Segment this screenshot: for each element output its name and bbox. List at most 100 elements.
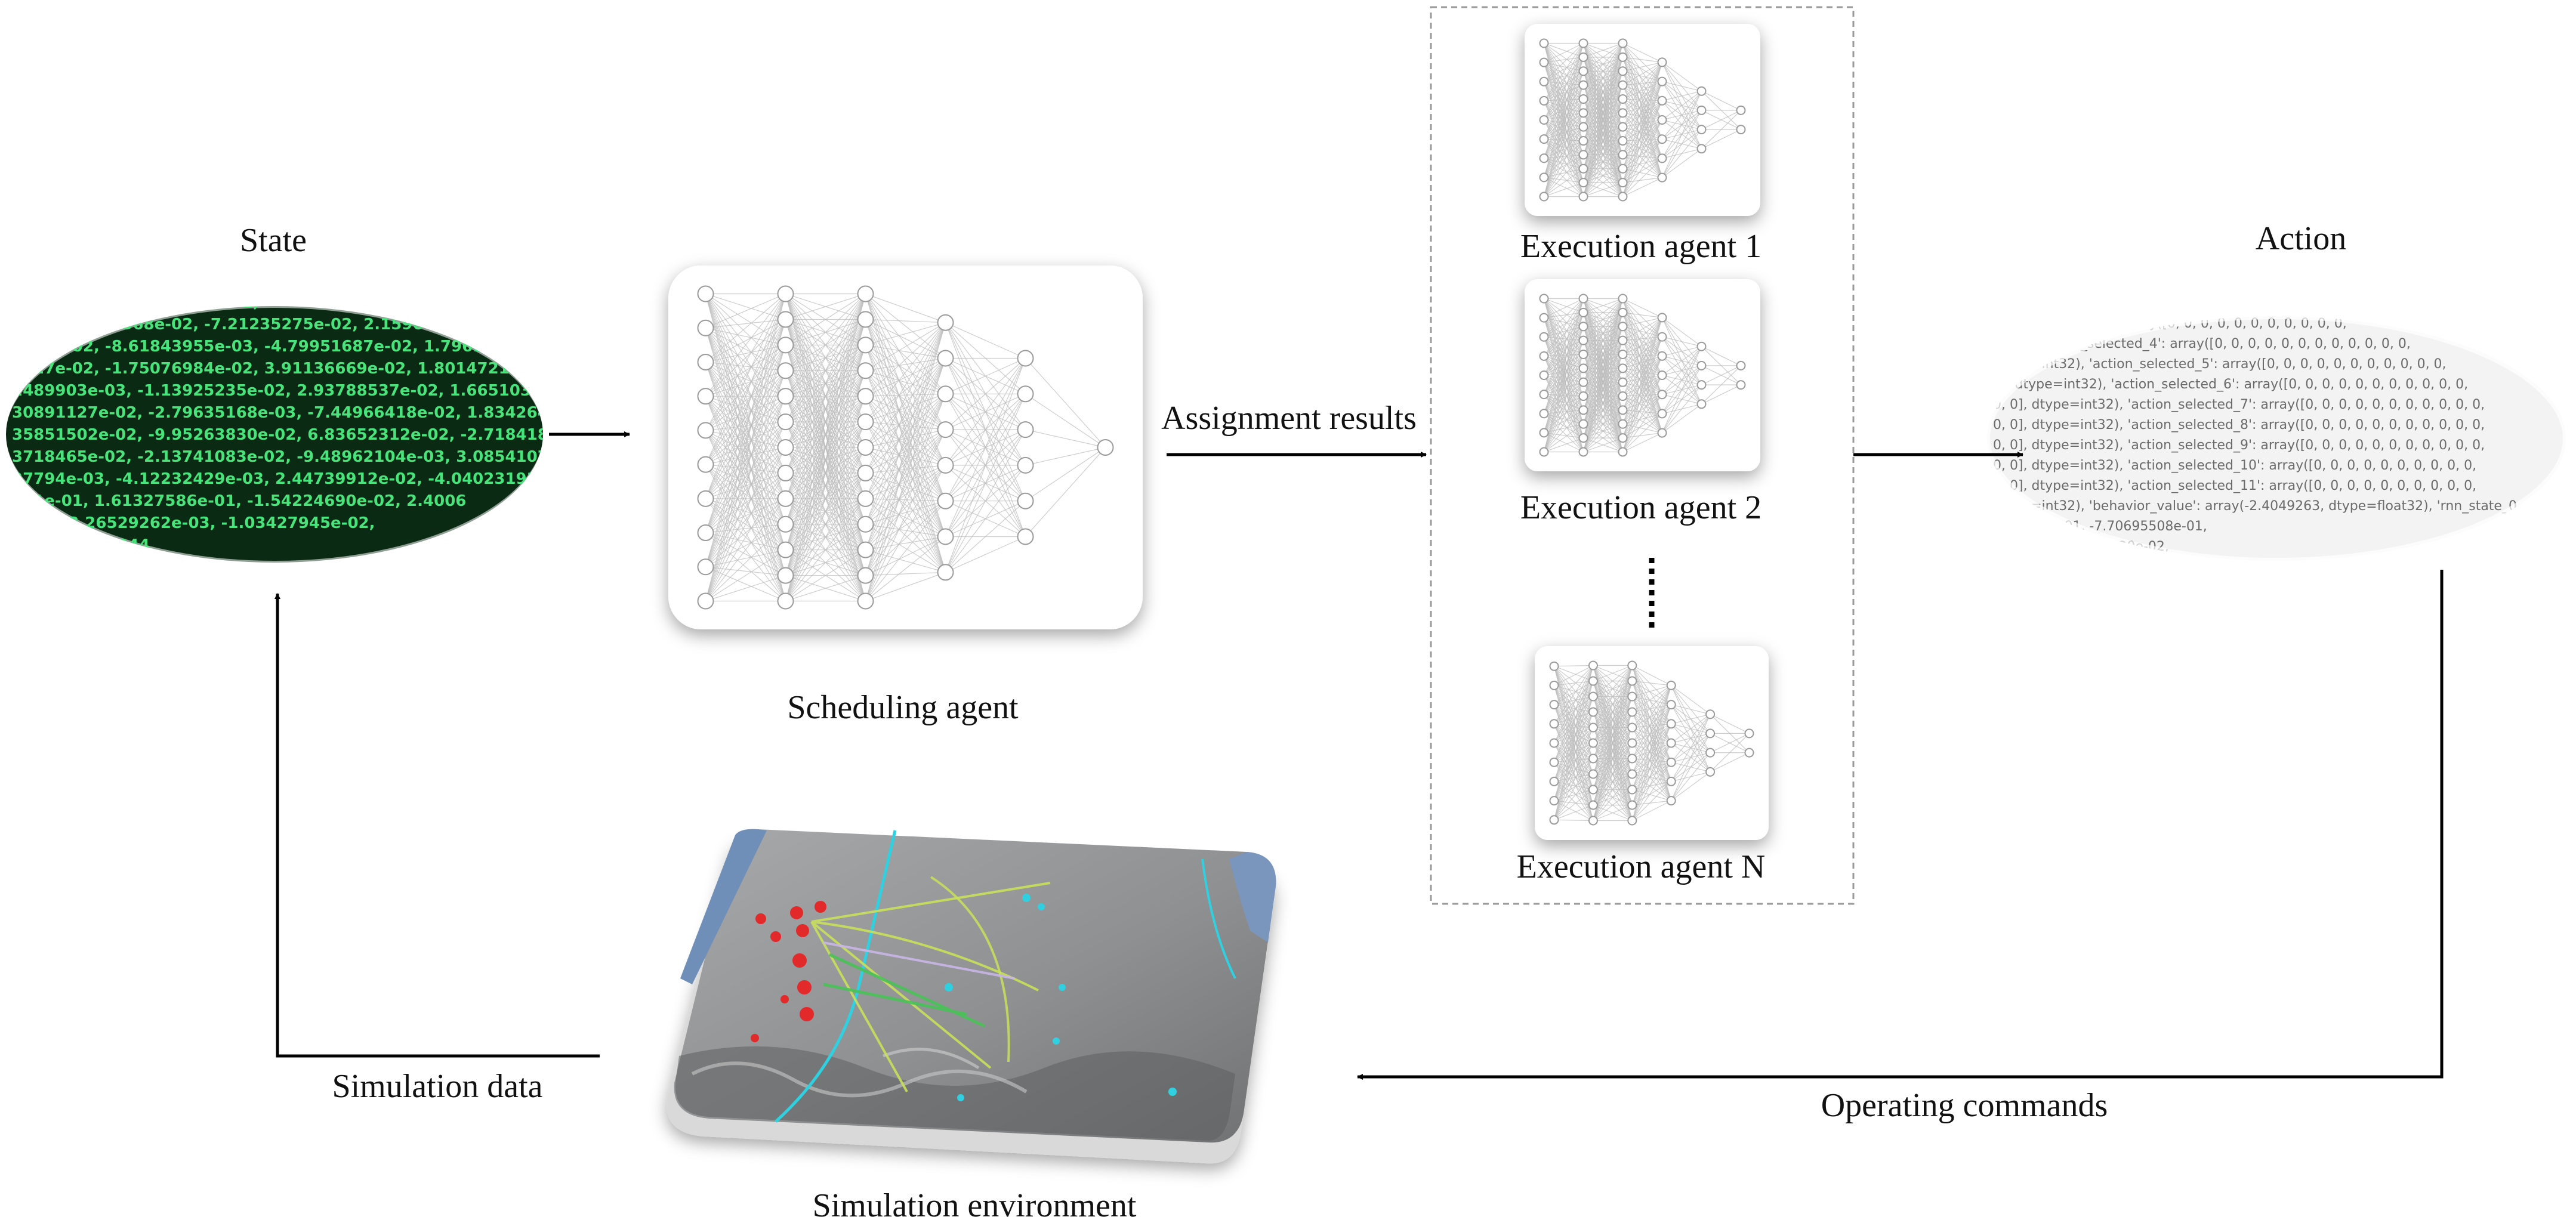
ellipse-text-line: 35851502e-02, -9.95263830e-02, 6.8365231… [12, 426, 609, 444]
network-connection [1622, 394, 1662, 425]
network-node [1578, 178, 1588, 188]
network-connection [1631, 743, 1672, 774]
network-connection [1661, 346, 1702, 433]
network-connection [1593, 665, 1633, 774]
network-node [1549, 661, 1559, 671]
network-connection [705, 319, 786, 499]
network-connection [945, 536, 1026, 573]
network-node [1578, 52, 1588, 62]
network-connection [785, 294, 866, 601]
network-connection [705, 345, 786, 567]
network-connection [1544, 42, 1584, 58]
network-node [1618, 80, 1628, 90]
network-connection [1582, 298, 1624, 369]
network-connection [1544, 81, 1584, 113]
network-connection [1582, 43, 1624, 155]
network-connection [1622, 356, 1663, 452]
network-connection [1582, 126, 1624, 197]
network-connection [1622, 312, 1662, 318]
network-node [1627, 769, 1637, 779]
network-connection [945, 322, 1026, 359]
execution-agent-n-network [1535, 646, 1769, 840]
network-connection [1543, 298, 1584, 452]
network-connection [705, 319, 786, 533]
network-node [1549, 719, 1559, 729]
network-connection [1543, 43, 1584, 159]
network-connection [785, 319, 866, 601]
network-connection [1593, 665, 1633, 759]
assignment-results-label: Assignment results [1161, 400, 1417, 437]
network-connection [1671, 714, 1711, 782]
network-connection [1582, 340, 1624, 452]
network-connection [1554, 665, 1594, 705]
network-connection [1622, 61, 1662, 86]
network-connection [865, 293, 946, 323]
network-connection [945, 357, 1026, 394]
network-node [1017, 528, 1034, 545]
network-node [1666, 719, 1676, 729]
network-connection [1662, 91, 1702, 121]
network-connection [705, 319, 786, 465]
network-connection [1622, 81, 1663, 169]
network-connection [1543, 298, 1584, 414]
network-node [1588, 707, 1598, 717]
network-connection [705, 566, 786, 576]
network-node [1588, 753, 1598, 764]
network-node [777, 490, 794, 507]
network-connection [1701, 110, 1741, 130]
network-connection [785, 293, 866, 320]
network-node [1578, 294, 1588, 304]
network-connection [1554, 712, 1594, 763]
ellipse-text-line: 0], dtype=int32), 'action_selected_6': a… [1993, 377, 2468, 392]
network-connection [865, 319, 946, 323]
network-connection [1622, 126, 1662, 178]
network-node [1696, 86, 1707, 96]
network-connection [1543, 85, 1584, 197]
network-node [1578, 377, 1588, 387]
network-node [1539, 95, 1549, 106]
network-connection [865, 358, 946, 448]
network-connection [1543, 57, 1584, 159]
network-node [1705, 709, 1716, 719]
network-connection [1543, 126, 1584, 197]
network-connection [1544, 85, 1584, 140]
network-connection [1622, 396, 1662, 434]
execution-agent-n-label: Execution agent N [1516, 848, 1766, 885]
network-node [697, 592, 714, 610]
network-connection [1543, 312, 1584, 433]
network-node [1744, 728, 1754, 739]
network-connection [1593, 665, 1633, 743]
network-connection [1582, 298, 1624, 424]
network-node [1588, 738, 1598, 748]
network-connection [1543, 43, 1584, 140]
network-connection [1544, 298, 1584, 357]
ellipse-text-line: 771e-01, 1.61327586e-01, -1.54224690e-02… [12, 492, 466, 510]
network-connection [1582, 382, 1624, 452]
network-node [1578, 163, 1588, 174]
network-connection [705, 294, 786, 431]
network-connection [1025, 447, 1106, 537]
network-connection [1622, 336, 1663, 452]
network-node [777, 413, 794, 431]
network-connection [1553, 665, 1594, 762]
network-connection [865, 465, 946, 474]
network-node [1618, 38, 1628, 48]
network-connection [945, 358, 1026, 466]
network-connection [705, 328, 786, 371]
network-connection [705, 294, 786, 371]
network-connection [705, 532, 786, 576]
network-connection [1544, 42, 1584, 63]
network-connection [705, 370, 786, 567]
network-node [1618, 66, 1628, 76]
network-connection [865, 447, 946, 573]
network-connection [865, 394, 946, 601]
network-connection [1593, 789, 1633, 821]
network-connection [1543, 312, 1584, 452]
network-connection [1544, 354, 1584, 414]
network-node [1578, 405, 1588, 415]
network-connection [1622, 100, 1663, 197]
network-connection [1622, 382, 1662, 414]
network-node [1627, 676, 1637, 686]
network-node [1588, 816, 1598, 826]
network-connection [865, 322, 946, 371]
